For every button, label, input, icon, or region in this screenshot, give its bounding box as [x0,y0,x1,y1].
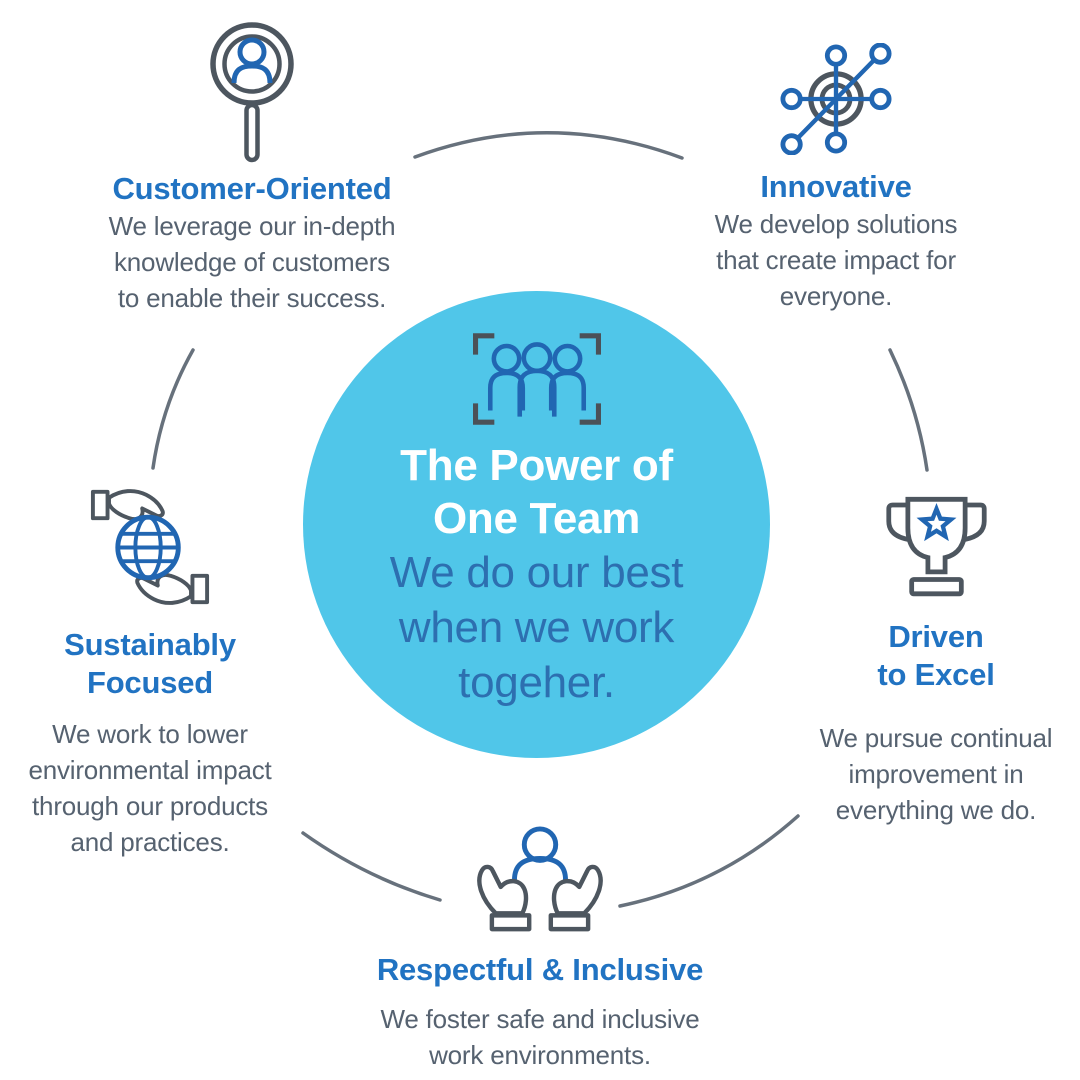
section-title-line: Customer-Oriented [112,171,392,206]
section-body-line: environmental impact [28,755,272,785]
connector-arc [888,348,929,472]
section-title-line: Innovative [760,169,912,204]
center-circle: The Power of One Team We do our best whe… [303,291,770,758]
center-title-line: The Power of [400,441,673,490]
section-body-line: to enable their success. [117,283,387,313]
center-subtitle-line: togeher. [458,658,615,707]
section-body-line: We work to lower [52,719,248,749]
value-section-respectful-inclusive: Respectful & Inclusive We foster safe an… [290,822,790,1073]
magnifier-person-icon [209,22,295,164]
section-body-line: We foster safe and inclusive [380,1004,700,1034]
section-body-line: everyone. [779,281,893,311]
section-title-line: Respectful & Inclusive [376,952,704,987]
section-title-line: Focused [86,665,214,700]
hands-holding-person-icon [465,825,615,935]
section-title-line: Driven [888,619,984,654]
section-title-line: Sustainably [64,627,236,662]
section-body-line: We leverage our in-depth [108,211,396,241]
connector-arc [151,348,195,470]
section-body-line: through our products [32,791,268,821]
value-section-sustainably-focused: Sustainably Focused We work to lower env… [0,486,300,860]
section-body-line: work environments. [429,1040,651,1070]
network-hub-icon [778,43,894,155]
section-body-line: knowledge of customers [114,247,390,277]
section-body-line: everything we do. [835,795,1037,825]
trophy-icon [884,494,989,602]
section-title-line: to Excel [877,657,995,692]
value-section-innovative: Innovative We develop solutions that cre… [636,22,1036,314]
section-body-line: and practices. [70,827,230,857]
section-body-line: improvement in [848,759,1024,789]
center-subtitle-line: We do our best [389,548,684,597]
team-frame-icon [472,333,601,425]
hands-holding-globe-icon [90,486,210,608]
section-body-line: that create impact for [716,245,956,275]
value-section-driven-to-excel: Driven to Excel We pursue continual impr… [786,488,1080,828]
section-body-line: We pursue continual [819,723,1053,753]
section-body-line: We develop solutions [714,209,958,239]
value-section-customer-oriented: Customer-Oriented We leverage our in-dep… [52,22,452,316]
center-title-line: One Team [432,494,641,543]
center-subtitle-line: when we work [398,603,675,652]
